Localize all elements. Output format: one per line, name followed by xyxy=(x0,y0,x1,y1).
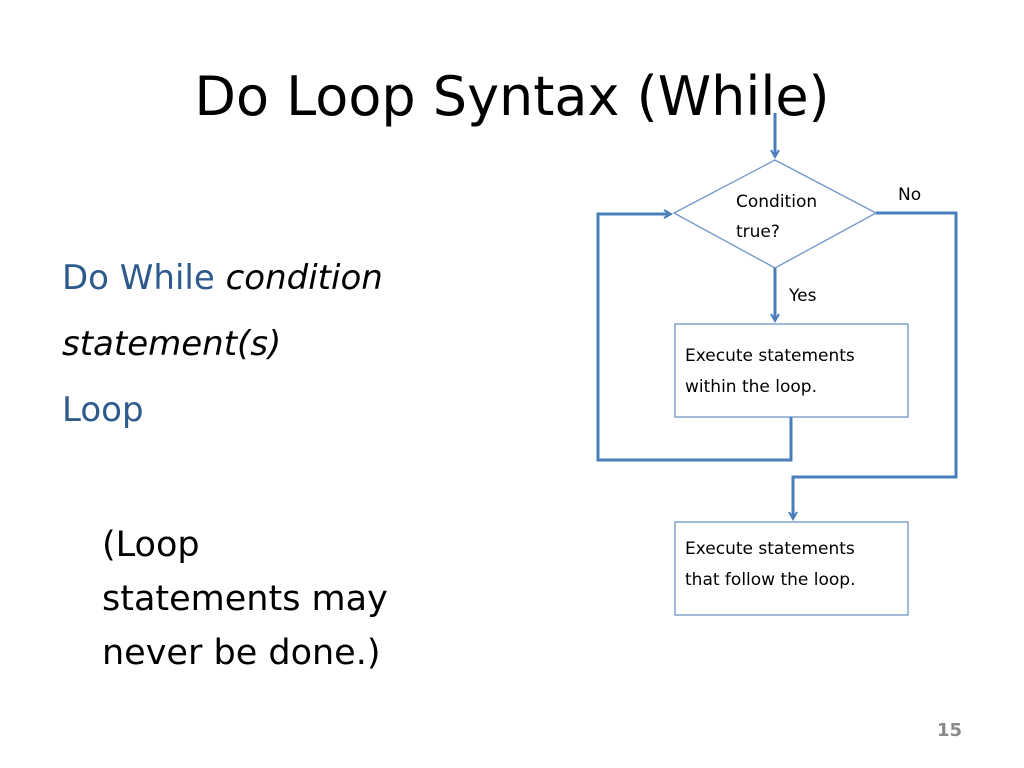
decision-label-line-2: true? xyxy=(736,222,780,242)
no-label: No xyxy=(898,185,921,205)
loop-note: (Loop statements may never be done.) xyxy=(102,518,422,680)
loop-back-arrow xyxy=(596,214,793,462)
after-loop-line-1: Execute statements xyxy=(685,539,855,559)
condition-placeholder: condition xyxy=(225,258,383,298)
yes-label: Yes xyxy=(788,286,817,306)
loop-body-line-1: Execute statements xyxy=(685,346,855,366)
note-line-3: never be done.) xyxy=(102,633,381,673)
loop-body-box xyxy=(674,323,909,418)
note-line-1: (Loop xyxy=(102,525,200,565)
do-while-keyword: Do While xyxy=(62,258,215,298)
after-loop-line-2: that follow the loop. xyxy=(685,570,856,590)
no-branch-arrow xyxy=(793,211,958,518)
syntax-line-loop: Loop xyxy=(62,390,144,430)
slide-number: 15 xyxy=(936,720,962,741)
note-line-2: statements may xyxy=(102,579,388,619)
loop-body-line-2: within the loop. xyxy=(685,377,817,397)
syntax-line-do-while: Do While condition xyxy=(62,256,383,300)
after-loop-box xyxy=(674,521,909,616)
syntax-line-statements: statement(s) xyxy=(62,324,282,364)
slide-title: Do Loop Syntax (While) xyxy=(194,65,830,128)
decision-diamond xyxy=(672,159,878,269)
decision-label-line-1: Condition xyxy=(736,192,817,212)
